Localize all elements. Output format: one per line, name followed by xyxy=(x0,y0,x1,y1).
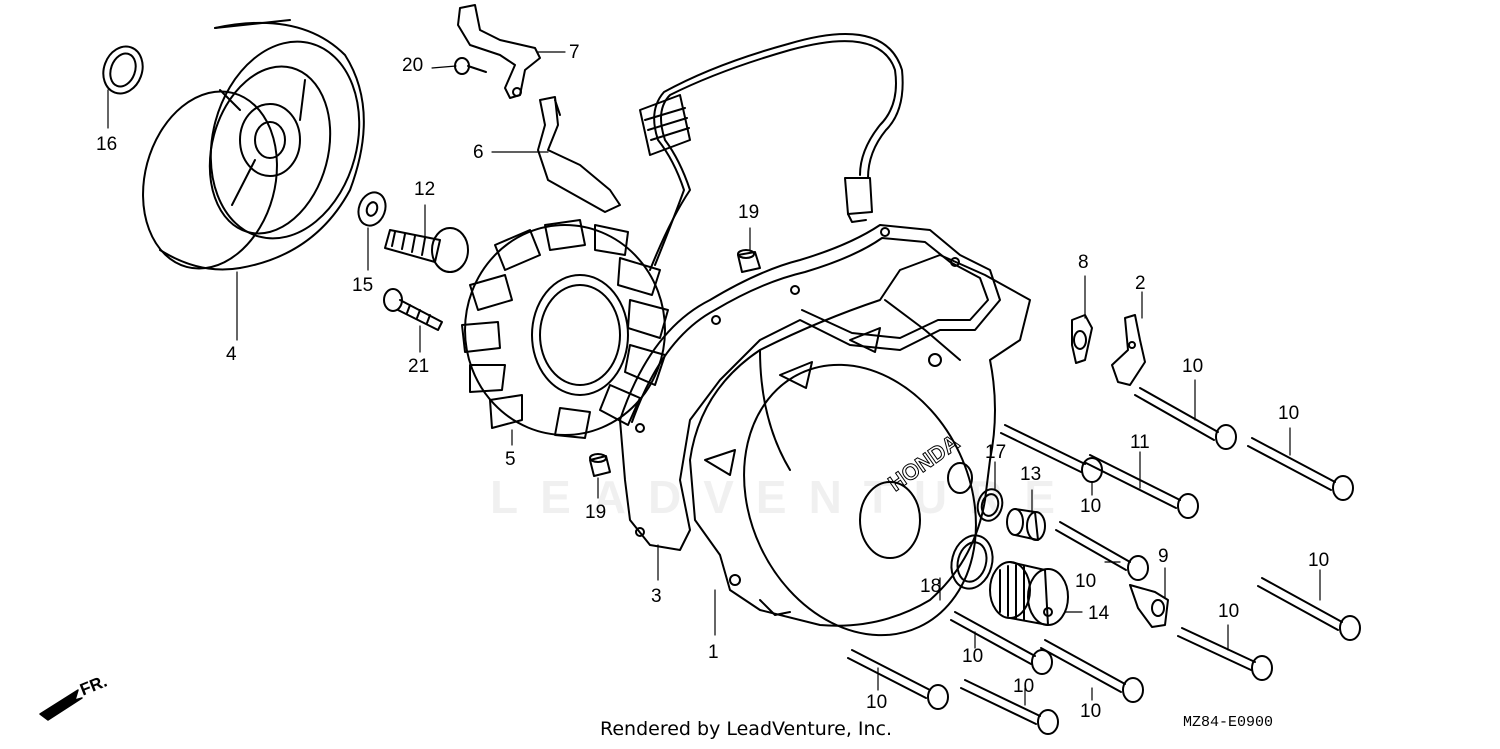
callout-10-d: 10 xyxy=(1075,571,1097,592)
callout-6: 6 xyxy=(473,142,484,163)
part-1-cover xyxy=(689,254,1031,637)
callout-10-a: 10 xyxy=(1182,356,1204,377)
front-direction-arrow xyxy=(39,689,83,721)
callout-7: 7 xyxy=(569,42,580,63)
callout-20: 20 xyxy=(402,55,424,76)
callout-11: 11 xyxy=(1130,432,1150,453)
watermark: LEADVENTURE xyxy=(490,471,1078,523)
callout-8: 8 xyxy=(1078,252,1089,273)
part-17-oring xyxy=(976,488,1004,522)
part-19-dowel-upper xyxy=(737,249,761,273)
callout-10-h: 10 xyxy=(866,692,888,713)
part-14-cap xyxy=(989,561,1069,626)
part-2-bracket xyxy=(1111,314,1146,386)
callout-15: 15 xyxy=(352,275,374,296)
cover-logo: HONDA xyxy=(884,429,965,496)
stator-harness xyxy=(639,33,904,271)
callout-19-lower: 19 xyxy=(585,502,607,523)
callout-21: 21 xyxy=(408,356,430,377)
part-16-oring xyxy=(102,45,144,95)
callout-4: 4 xyxy=(226,344,237,365)
callout-17: 17 xyxy=(985,442,1007,463)
callout-16: 16 xyxy=(96,134,118,155)
diagram-code: MZ84-E0900 xyxy=(1183,714,1274,731)
callout-10-e: 10 xyxy=(1308,550,1330,571)
callout-19-upper: 19 xyxy=(738,202,760,223)
part-20-bolt xyxy=(454,57,487,75)
callout-10-g: 10 xyxy=(962,646,984,667)
part-13-plug xyxy=(1006,508,1046,541)
part-5-stator xyxy=(461,219,669,439)
bolts-10-11 xyxy=(847,387,1361,735)
callout-1: 1 xyxy=(708,642,719,663)
part-6-clamp xyxy=(537,96,621,213)
callout-3: 3 xyxy=(651,586,662,607)
callout-2: 2 xyxy=(1135,273,1146,294)
render-credit: Rendered by LeadVenture, Inc. xyxy=(600,718,893,740)
callout-13: 13 xyxy=(1020,464,1042,485)
callout-5: 5 xyxy=(505,449,516,470)
callout-12: 12 xyxy=(414,179,436,200)
part-8-clamp xyxy=(1071,314,1093,364)
part-15-washer xyxy=(357,191,387,227)
part-4-flywheel xyxy=(142,19,365,271)
callout-10-i: 10 xyxy=(1013,676,1035,697)
callout-9: 9 xyxy=(1158,546,1169,567)
part-18-oring xyxy=(950,534,994,590)
part-12-bolt xyxy=(384,227,469,273)
part-9-clamp xyxy=(1129,584,1169,628)
part-21-bolt xyxy=(383,288,443,331)
callout-10-b: 10 xyxy=(1278,403,1300,424)
callout-14: 14 xyxy=(1088,603,1110,624)
part-7-bracket xyxy=(457,4,541,99)
callout-10-f: 10 xyxy=(1218,601,1240,622)
part-3-gasket xyxy=(619,224,1001,551)
callout-10-j: 10 xyxy=(1080,701,1102,722)
callout-10-c: 10 xyxy=(1080,496,1102,517)
part-19-dowel-lower xyxy=(589,453,611,477)
callout-18: 18 xyxy=(920,576,942,597)
leader-lines xyxy=(107,51,1321,706)
